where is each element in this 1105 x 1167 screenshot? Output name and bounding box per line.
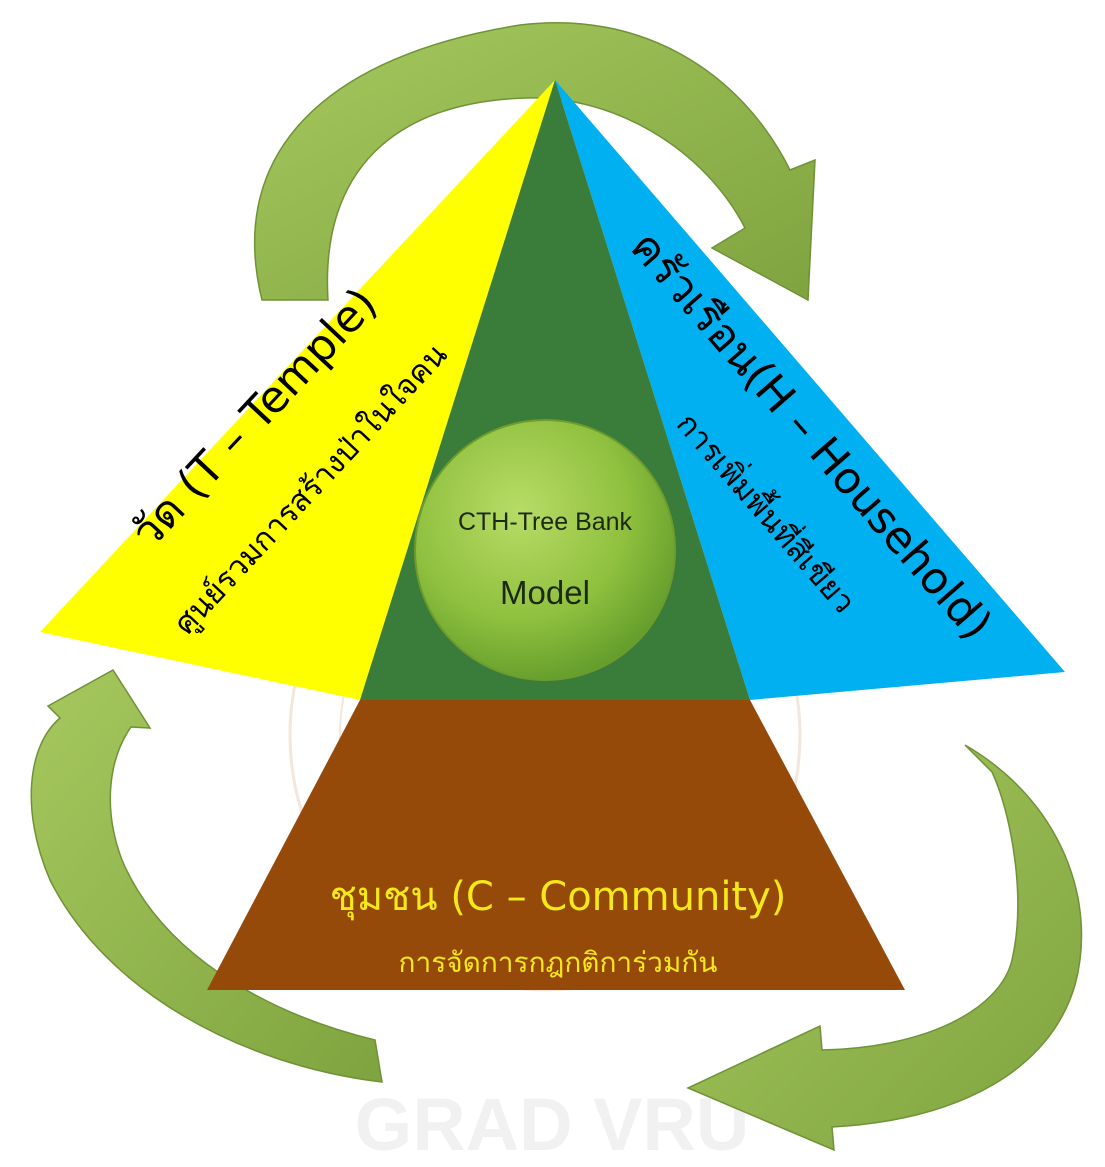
center-subtitle: Model — [500, 574, 590, 611]
arrow-right-icon — [686, 744, 1083, 1152]
community-trapezoid — [207, 700, 905, 990]
arrow-left-icon — [30, 669, 383, 1083]
cycle-arrows — [30, 21, 1083, 1152]
center-title: CTH-Tree Bank — [458, 508, 633, 536]
watermark-text: GRAD VRU — [355, 1083, 750, 1166]
community-subtitle: การจัดการกฎกติการ่วมกัน — [399, 946, 718, 979]
arrow-top-icon — [253, 21, 816, 302]
household-triangle — [555, 80, 1065, 700]
community-labels: ชุมชน (C – Community) การจัดการกฎกติการ่… — [330, 874, 787, 979]
temple-triangle — [40, 80, 555, 700]
community-title: ชุมชน (C – Community) — [330, 874, 787, 921]
center-model: CTH-Tree Bank Model — [414, 419, 676, 681]
center-circle — [414, 419, 676, 681]
